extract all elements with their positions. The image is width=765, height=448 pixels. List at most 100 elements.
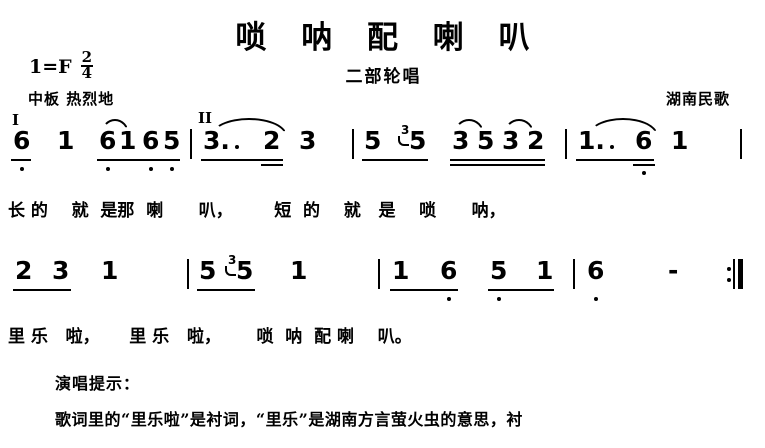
slur xyxy=(504,119,534,134)
note: 1 xyxy=(671,128,688,153)
note-digit: 1. xyxy=(578,126,614,155)
beam xyxy=(633,164,655,166)
slur xyxy=(211,118,287,136)
music-system-1: I 6 1 6 1 6 5 II 3. 2 3 xyxy=(0,109,765,184)
note-digit: 3 xyxy=(52,256,70,285)
note: 5 xyxy=(490,256,508,301)
beam xyxy=(97,159,180,161)
music-system-2: 2 3 1 5 3 5 1 1 6 5 1 xyxy=(0,254,765,314)
note: 6 xyxy=(99,126,117,171)
slur xyxy=(454,119,484,134)
note: 1 xyxy=(536,258,553,283)
note-digit: 6 xyxy=(142,126,160,171)
slur xyxy=(588,118,658,136)
barline xyxy=(378,259,380,289)
note-digit: 1 xyxy=(57,126,75,155)
beam xyxy=(390,289,458,291)
performance-note-body: 歌词里的“里乐啦”是衬词，“里乐”是湖南方言萤火虫的意思，衬 xyxy=(55,410,523,429)
thin-barline xyxy=(733,259,735,289)
note: 3 xyxy=(299,128,316,153)
note: 1 xyxy=(290,258,307,283)
meter-numerator: 2 xyxy=(80,48,94,67)
beam xyxy=(362,159,428,161)
note-digit: 5 xyxy=(490,256,508,301)
barline xyxy=(565,129,567,159)
note-row-2: 2 3 1 5 3 5 1 1 6 5 1 xyxy=(0,254,765,314)
grace-note-hook xyxy=(225,266,236,276)
note-digit: 5 xyxy=(409,126,427,155)
page-title: 唢 呐 配 喇 叭 xyxy=(235,20,542,56)
time-signature: 2 4 xyxy=(80,48,94,82)
key-label: 1=F xyxy=(29,55,72,78)
note-digit: 3 xyxy=(299,126,317,155)
lyrics-line-2: 里 乐 啦， 里 乐 啦， 唢 呐 配 喇 叭。 xyxy=(8,327,412,347)
note: 1 xyxy=(101,258,118,283)
barline xyxy=(740,129,742,159)
key-signature: 1=F 2 4 xyxy=(29,48,94,82)
note: 3 xyxy=(52,258,69,283)
slur xyxy=(101,119,129,134)
note: 5 xyxy=(364,128,381,153)
note: 1 xyxy=(119,128,136,153)
note: 1. xyxy=(578,126,614,155)
note: 6 xyxy=(587,256,605,301)
note: 3 xyxy=(502,128,519,153)
note-digit: 6 xyxy=(99,126,117,171)
note: 3. xyxy=(203,126,239,155)
note: 5 xyxy=(236,258,253,283)
barline xyxy=(573,259,575,289)
note-digit: 3 xyxy=(502,126,520,155)
note-row-1: I 6 1 6 1 6 5 II 3. 2 3 xyxy=(0,109,765,184)
beam xyxy=(261,164,283,166)
lyrics-line-1: 长 的 就 是那 喇 叭， 短 的 就 是 唢 呐， xyxy=(8,201,506,221)
note: 5 xyxy=(477,128,494,153)
note-digit: 1 xyxy=(101,256,119,285)
note-digit: 6 xyxy=(440,256,458,301)
note: 6 xyxy=(13,126,31,171)
note: 1 xyxy=(57,128,74,153)
subtitle: 二部轮唱 xyxy=(345,67,422,87)
note-digit: 3 xyxy=(452,126,470,155)
tempo-marking: 中板 热烈地 xyxy=(28,90,115,108)
note-digit: 6 xyxy=(13,126,31,171)
note-digit: 5 xyxy=(199,256,217,285)
note: 6 xyxy=(142,126,160,171)
note: 5 xyxy=(163,126,181,171)
beam xyxy=(450,159,545,161)
performance-note-heading: 演唱提示： xyxy=(55,374,141,393)
note-digit: 6 xyxy=(635,126,653,175)
note-digit: 3. xyxy=(203,126,239,155)
note-digit: 2 xyxy=(263,126,281,155)
note-digit: 1 xyxy=(671,126,689,155)
composer-credit: 湖南民歌 xyxy=(665,90,730,108)
thick-barline xyxy=(738,259,743,289)
beam xyxy=(488,289,554,291)
note: 6 xyxy=(440,256,458,301)
note-digit: 5 xyxy=(364,126,382,155)
note: 5 xyxy=(199,258,216,283)
note: 6 xyxy=(635,126,653,175)
note-digit: 6 xyxy=(587,256,605,301)
note: 2 xyxy=(263,128,280,153)
repeat-dot xyxy=(727,278,731,282)
hold-dash: - xyxy=(668,256,679,285)
beam xyxy=(450,164,545,166)
grace-note-digit: 3 xyxy=(228,253,237,267)
note-digit: 1 xyxy=(392,256,410,285)
note-digit: 1 xyxy=(290,256,308,285)
beam xyxy=(13,289,71,291)
barline xyxy=(187,259,189,289)
repeat-dot xyxy=(727,267,731,271)
beam xyxy=(11,159,31,161)
note: 2 xyxy=(15,258,32,283)
meter-denominator: 4 xyxy=(81,63,93,82)
note-digit: 5 xyxy=(163,126,181,171)
note-digit: 2 xyxy=(15,256,33,285)
barline xyxy=(352,129,354,159)
voice-marker-1: I xyxy=(12,111,20,129)
note-digit: 1 xyxy=(536,256,554,285)
note-digit: 5 xyxy=(477,126,495,155)
note: 5 xyxy=(409,128,426,153)
note: 3 xyxy=(452,128,469,153)
